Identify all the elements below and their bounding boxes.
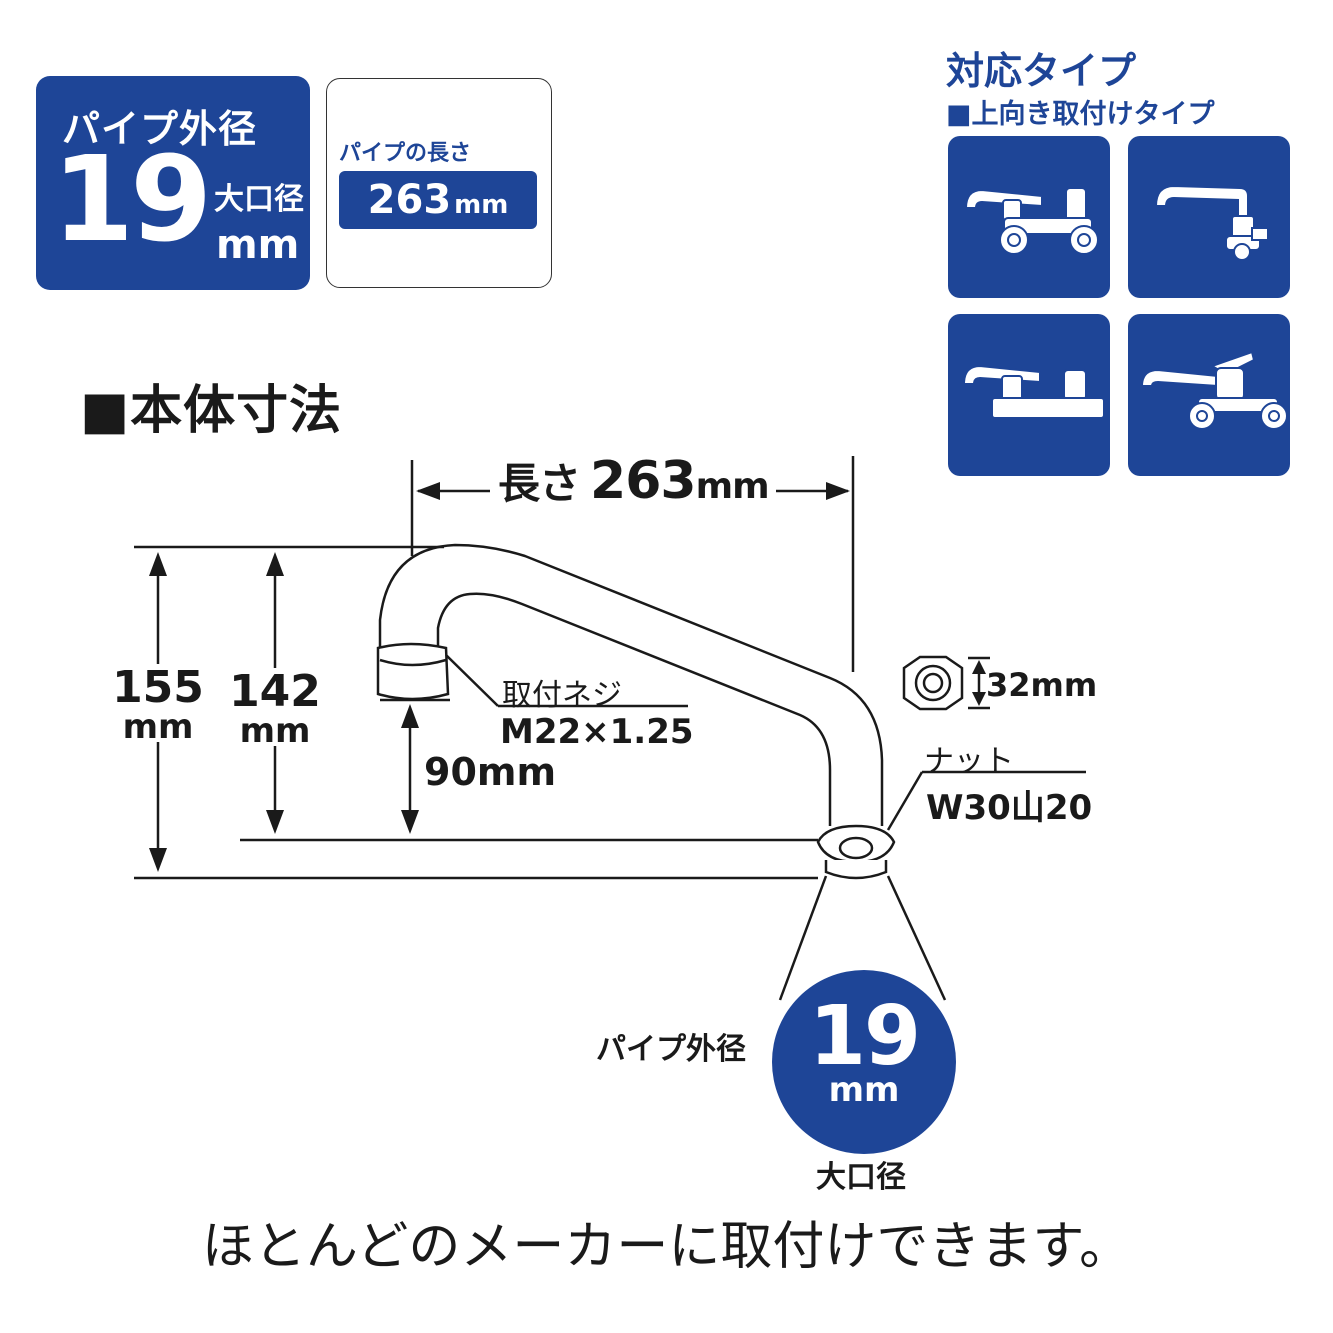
pipe-length-unit: mm xyxy=(454,190,509,220)
section-title: ■本体寸法 xyxy=(80,381,343,441)
pipe-height-unit: mm xyxy=(239,711,311,751)
nut-spec: W30山20 xyxy=(926,788,1093,828)
length-value: 263 xyxy=(590,451,697,511)
single-lever-wall-faucet-icon xyxy=(1128,314,1290,476)
two-handle-wall-faucet-icon xyxy=(948,136,1110,298)
compat-subtitle: ■上向き取付けタイプ xyxy=(946,99,1215,130)
total-height-value: 155 xyxy=(112,662,204,713)
length-label: 長さ xyxy=(498,459,581,508)
circle-left-label: パイプ外径 xyxy=(596,1032,746,1067)
pipe-diameter-number: 19 xyxy=(52,130,212,268)
two-handle-deck-faucet-icon xyxy=(948,314,1110,476)
thread-label: 取付ネジ xyxy=(502,678,622,713)
diameter-circle xyxy=(772,970,956,1154)
total-height-dimension: 155 mm xyxy=(108,662,208,747)
mount-height-dimension: 90mm xyxy=(424,750,557,794)
hex-nut-icon xyxy=(902,655,964,711)
circle-unit: mm xyxy=(828,1070,900,1110)
compat-title: 対応タイプ xyxy=(946,49,1137,93)
nut-size: 32mm xyxy=(986,666,1098,704)
pipe-height-value: 142 xyxy=(229,666,321,717)
pipe-diameter-unit: mm xyxy=(216,222,300,268)
pipe-diameter-spec-box: パイプ外径 19 大口径 mm xyxy=(36,76,310,290)
footer-text: ほとんどのメーカーに取付けできます。 xyxy=(201,1217,1132,1277)
pipe-length-label: パイプの長さ xyxy=(339,141,472,166)
pipe-height-dimension: 142 mm xyxy=(222,666,328,751)
spout-pipe-inner xyxy=(436,592,832,826)
pipe-length-value: 263 xyxy=(367,177,452,223)
circle-number: 19 xyxy=(808,989,921,1084)
thread-spec: M22×1.25 xyxy=(500,712,694,752)
single-wall-tap-icon xyxy=(1128,136,1290,298)
circle-bottom-label: 大口径 xyxy=(816,1160,906,1195)
length-unit: mm xyxy=(695,466,770,507)
nut-label: ナット xyxy=(924,744,1014,779)
thread-end xyxy=(376,642,450,701)
pipe-diameter-label: パイプ外径 xyxy=(62,107,258,151)
bottom-nut xyxy=(816,824,896,880)
total-height-unit: mm xyxy=(122,707,194,747)
spout-pipe xyxy=(378,543,884,826)
pipe-size-name: 大口径 xyxy=(214,182,304,217)
